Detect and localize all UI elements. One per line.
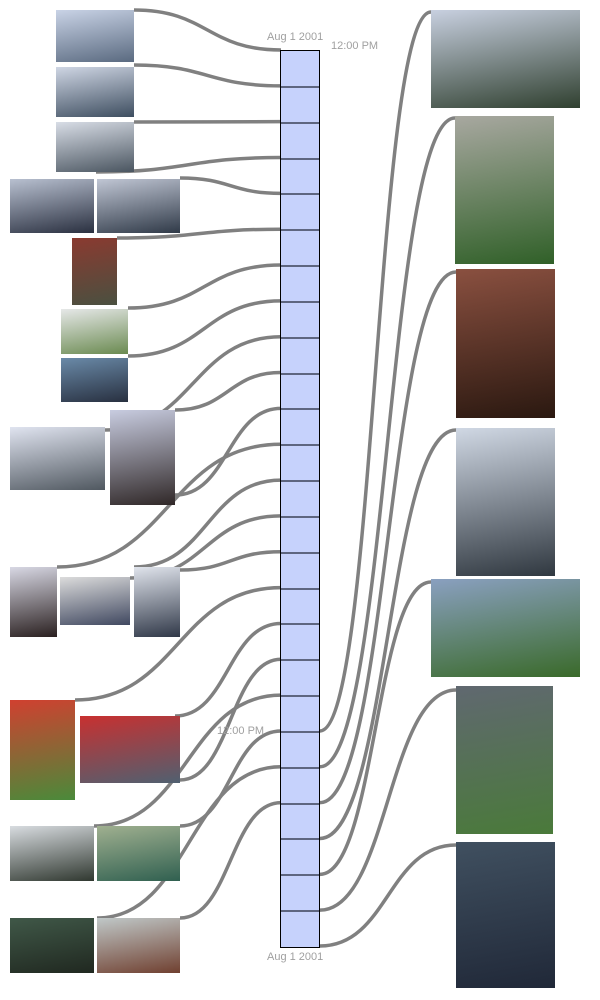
photo-thumbnail-left-12[interactable] bbox=[60, 577, 130, 625]
photo-thumbnail-left-3[interactable] bbox=[56, 122, 134, 172]
photo-link-left bbox=[179, 550, 282, 572]
timeline-segment-divider bbox=[281, 695, 319, 698]
timeline-bar[interactable] bbox=[280, 50, 320, 948]
photo-thumbnail-left-4[interactable] bbox=[10, 179, 94, 233]
photo-link-left bbox=[179, 176, 282, 196]
timeline-segment-divider bbox=[281, 515, 319, 518]
photo-thumbnail-left-16[interactable] bbox=[10, 826, 94, 881]
photo-link-left bbox=[74, 585, 282, 702]
timeline-segment-divider bbox=[281, 766, 319, 769]
timeline-segment-divider bbox=[281, 659, 319, 662]
timeline-segment-divider bbox=[281, 229, 319, 232]
timeline-segment-divider bbox=[281, 623, 319, 626]
photo-thumbnail-left-14[interactable] bbox=[10, 700, 75, 800]
timeline-segment-divider bbox=[281, 408, 319, 411]
timeline-segment-divider bbox=[281, 265, 319, 268]
timeline-segment-divider bbox=[281, 85, 319, 88]
photo-thumbnail-left-5[interactable] bbox=[97, 179, 180, 233]
photo-thumbnail-left-13[interactable] bbox=[134, 567, 180, 637]
timeline-segment-divider bbox=[281, 874, 319, 877]
photo-thumbnail-left-17[interactable] bbox=[97, 826, 180, 881]
photo-thumbnail-right-1[interactable] bbox=[431, 10, 580, 108]
photo-thumbnail-left-7[interactable] bbox=[61, 309, 128, 354]
photo-thumbnail-right-4[interactable] bbox=[456, 428, 555, 576]
timeline-segment-divider bbox=[281, 157, 319, 160]
start-time-label: 12:00 PM bbox=[331, 40, 379, 52]
photo-thumbnail-left-15[interactable] bbox=[80, 716, 180, 783]
mid-time-label: 12:00 PM bbox=[217, 725, 265, 737]
photo-link-left bbox=[93, 693, 282, 828]
photo-thumbnail-left-6[interactable] bbox=[72, 238, 117, 305]
photo-link-left bbox=[56, 442, 282, 569]
photo-link-right bbox=[319, 688, 457, 912]
photo-link-left bbox=[179, 657, 282, 782]
photo-link-right bbox=[319, 580, 432, 877]
photo-thumbnail-right-7[interactable] bbox=[456, 842, 555, 988]
photo-link-right bbox=[319, 116, 456, 769]
timeline-segment-divider bbox=[281, 910, 319, 913]
photo-thumbnail-left-18[interactable] bbox=[10, 918, 94, 973]
timeline-segment-divider bbox=[281, 300, 319, 303]
photo-link-right bbox=[319, 270, 457, 805]
photo-thumbnail-left-8[interactable] bbox=[61, 358, 128, 402]
photo-thumbnail-left-11[interactable] bbox=[10, 567, 57, 637]
photo-link-left bbox=[179, 800, 282, 920]
photo-link-left bbox=[179, 729, 282, 828]
photo-link-left bbox=[133, 8, 282, 52]
photo-thumbnail-left-10[interactable] bbox=[110, 410, 175, 505]
photo-link-left bbox=[174, 621, 282, 718]
timeline-segment-divider bbox=[281, 838, 319, 841]
timeline-segment-divider bbox=[281, 121, 319, 124]
photo-thumbnail-right-2[interactable] bbox=[455, 116, 554, 264]
photo-link-left bbox=[127, 263, 282, 310]
start-date-label: Aug 1 2001 bbox=[267, 31, 324, 43]
photo-link-left bbox=[133, 478, 282, 569]
photo-link-left bbox=[133, 63, 282, 88]
timeline-segment-divider bbox=[281, 551, 319, 554]
timeline-segment-divider bbox=[281, 193, 319, 196]
photo-link-right bbox=[319, 428, 457, 841]
photo-thumbnail-right-5[interactable] bbox=[431, 579, 580, 677]
photo-link-left bbox=[174, 406, 282, 497]
photo-link-left bbox=[116, 227, 282, 240]
photo-link-left bbox=[174, 370, 282, 412]
end-date-label: Aug 1 2001 bbox=[267, 951, 324, 963]
timeline-segment-divider bbox=[281, 444, 319, 447]
timeline-segment-divider bbox=[281, 802, 319, 805]
photo-link-left bbox=[96, 765, 282, 920]
photo-link-right bbox=[319, 10, 432, 733]
photo-link-right bbox=[319, 843, 457, 948]
photo-thumbnail-left-19[interactable] bbox=[97, 918, 180, 973]
photo-thumbnail-right-3[interactable] bbox=[456, 269, 555, 418]
timeline-segment-divider bbox=[281, 480, 319, 483]
photo-thumbnail-left-2[interactable] bbox=[56, 67, 134, 117]
photo-thumbnail-left-1[interactable] bbox=[56, 10, 134, 62]
timeline-segment-divider bbox=[281, 336, 319, 339]
timeline-segment-divider bbox=[281, 587, 319, 590]
photo-thumbnail-left-9[interactable] bbox=[10, 427, 105, 490]
photo-link-left bbox=[127, 299, 282, 358]
photo-thumbnail-right-6[interactable] bbox=[456, 686, 553, 834]
timeline-segment-divider bbox=[281, 730, 319, 733]
timeline-segment-divider bbox=[281, 372, 319, 375]
